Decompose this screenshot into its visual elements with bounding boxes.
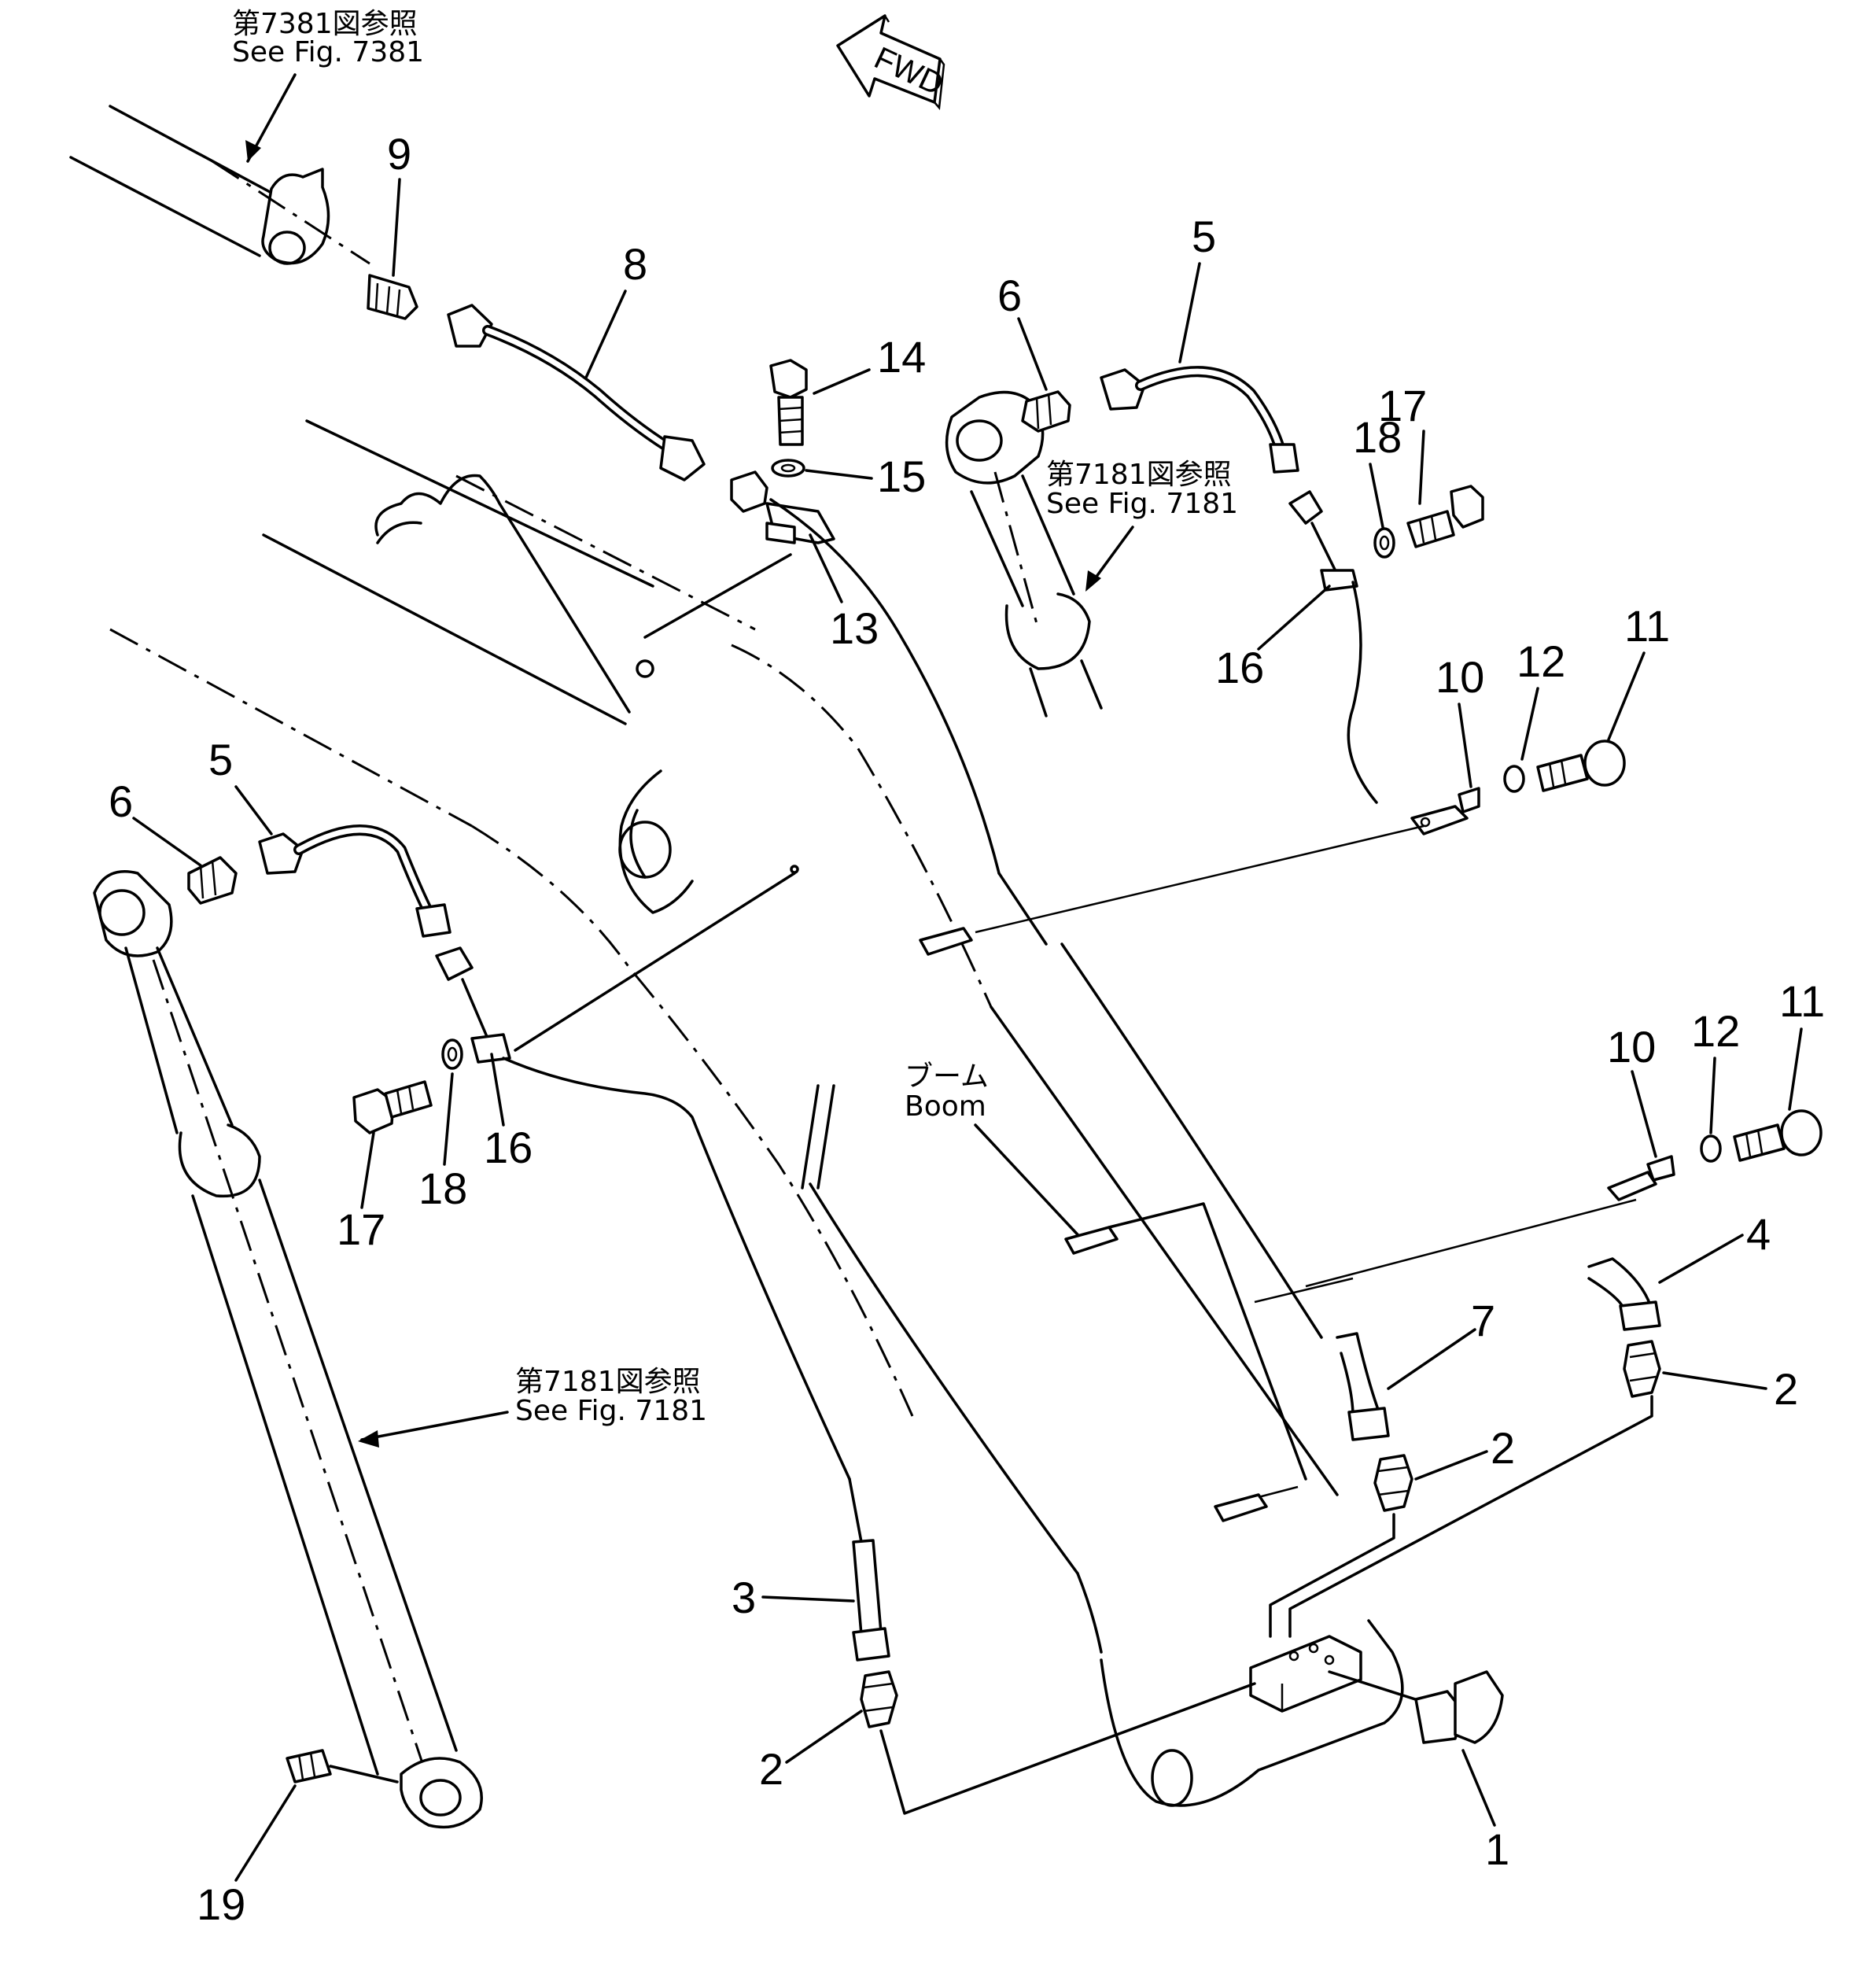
callout-2-middle: 2 <box>1491 1423 1515 1473</box>
boom-mid-brackets <box>919 824 1637 1522</box>
ref-fig7381-en: See Fig. 7381 <box>232 36 424 68</box>
callout-16-upper: 16 <box>1215 643 1264 692</box>
boom-label: ブーム Boom <box>905 1060 1087 1245</box>
part-2-middle-adapter <box>1373 1454 1413 1512</box>
part-19-fitting <box>286 1749 399 1783</box>
part-10-upper-bracket <box>1410 787 1480 835</box>
callout-1: 1 <box>1485 1824 1509 1874</box>
ref-fig7181-lower: 第7181図参照 See Fig. 7181 <box>358 1366 707 1448</box>
arm-cylinder-end <box>69 105 370 265</box>
part-2-right-adapter <box>1623 1340 1661 1398</box>
manifold-block <box>1249 1635 1429 1713</box>
right-feed-line <box>1288 1395 1653 1638</box>
part-11-lower-bolt <box>1733 1109 1823 1162</box>
part-5-upper-hose <box>1100 366 1299 474</box>
ref-fig7181-upper: 第7181図参照 See Fig. 7181 <box>1046 459 1238 592</box>
part-17-upper-bolt <box>1406 485 1484 548</box>
middle-feed-line <box>1269 1513 1395 1638</box>
part-12-upper-washer <box>1503 765 1525 793</box>
callout-12-upper: 12 <box>1517 636 1565 686</box>
callout-10-lower: 10 <box>1607 1022 1656 1072</box>
part-7-tube <box>1336 1332 1390 1441</box>
ref-fig7181-upper-en: See Fig. 7181 <box>1046 488 1238 520</box>
callout-19: 19 <box>197 1879 245 1929</box>
callout-15: 15 <box>877 452 926 501</box>
callout-17-upper: 17 <box>1378 381 1427 430</box>
callout-11-upper: 11 <box>1624 601 1670 651</box>
callouts: 9 8 14 15 13 6 5 18 17 16 10 12 <box>109 129 1825 1929</box>
part-17-lower-bolt <box>352 1080 433 1134</box>
part-16-upper-clamp <box>1288 490 1378 804</box>
callout-7: 7 <box>1471 1296 1495 1345</box>
part-8-hose <box>447 304 706 481</box>
part-6-lower-adapter <box>187 856 238 905</box>
callout-10-upper: 10 <box>1436 652 1484 702</box>
callout-2-lower: 2 <box>759 1744 783 1794</box>
part-15-washer <box>771 459 805 478</box>
part-12-lower-washer <box>1700 1134 1722 1163</box>
part-4-tube <box>1587 1257 1661 1331</box>
part-14-bolt <box>769 359 808 446</box>
callout-18-upper: 18 <box>1353 412 1402 462</box>
callout-5-lower: 5 <box>208 735 233 784</box>
callout-14: 14 <box>877 332 926 382</box>
callout-12-lower: 12 <box>1691 1006 1740 1056</box>
fwd-arrow-icon: FWD <box>836 14 949 111</box>
callout-9: 9 <box>387 129 411 179</box>
ref-fig7381: 第7381図参照 See Fig. 7381 <box>232 8 424 163</box>
callout-2-right: 2 <box>1774 1364 1798 1414</box>
part-16-lower-clamp <box>435 865 851 1481</box>
part-9-adapter <box>367 274 418 320</box>
boom-structure <box>109 419 1404 1807</box>
callout-13: 13 <box>830 603 879 653</box>
ref-fig7181-lower-jp: 第7181図参照 <box>515 1366 701 1398</box>
callout-3: 3 <box>732 1573 756 1622</box>
callout-6-lower: 6 <box>109 776 133 826</box>
ref-fig7181-upper-jp: 第7181図参照 <box>1046 459 1232 491</box>
part-11-upper-bolt <box>1536 740 1626 792</box>
part-6-upper-adapter <box>1021 390 1071 433</box>
part-2-lower-adapter <box>860 1670 898 1728</box>
ref-fig7181-lower-en: See Fig. 7181 <box>515 1395 707 1427</box>
left-cylinder <box>93 870 483 1829</box>
boom-label-en: Boom <box>905 1090 986 1123</box>
callout-8: 8 <box>623 239 647 289</box>
lower-feed-line <box>879 1682 1256 1815</box>
part-5-lower-hose <box>258 824 451 938</box>
part-3-tube <box>848 1477 890 1662</box>
ref-fig7381-jp: 第7381図参照 <box>232 8 418 40</box>
boom-label-jp: ブーム <box>905 1060 989 1093</box>
right-cylinder <box>945 390 1103 717</box>
callout-16-lower: 16 <box>484 1123 533 1172</box>
callout-6-upper: 6 <box>997 271 1022 320</box>
part-1-elbow <box>1414 1670 1504 1744</box>
callout-5-upper: 5 <box>1192 212 1216 261</box>
part-18-lower-washer <box>441 1038 463 1070</box>
callout-18-lower: 18 <box>418 1164 467 1213</box>
part-18-upper-washer <box>1373 527 1395 559</box>
callout-17-lower: 17 <box>337 1204 385 1254</box>
callout-11-lower: 11 <box>1779 976 1825 1026</box>
callout-4: 4 <box>1746 1209 1771 1259</box>
part-10-lower-bracket <box>1607 1155 1675 1201</box>
